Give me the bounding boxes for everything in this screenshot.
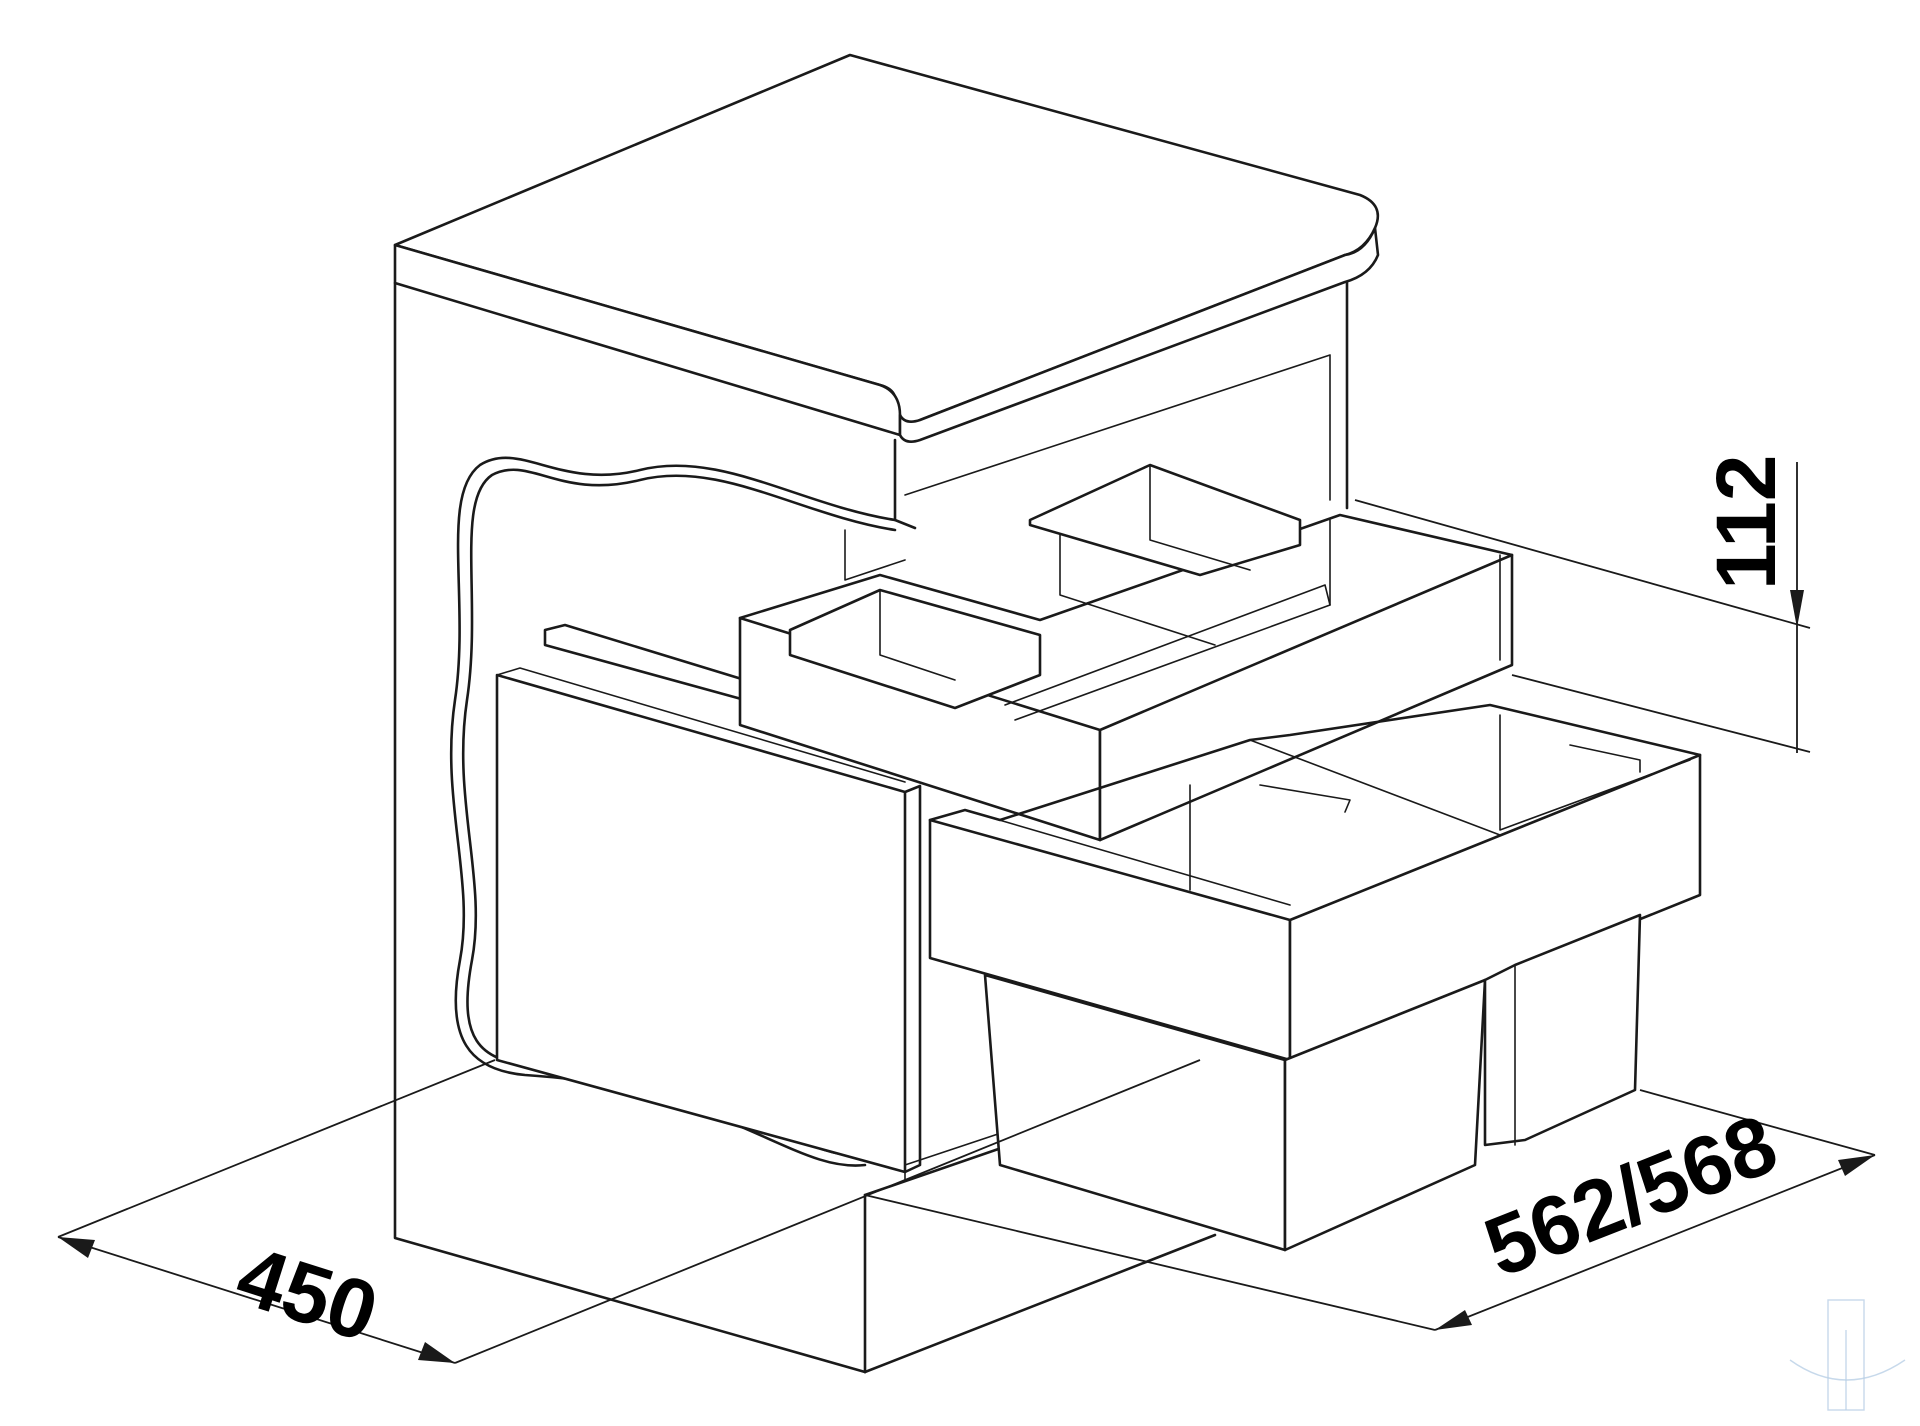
tray-front-right-face	[1098, 553, 1514, 842]
dimension-112-arrow	[1790, 590, 1804, 628]
worktop-top-surface	[393, 53, 1380, 425]
dimension-112-ext-top	[1354, 499, 1811, 629]
tray-left-rail	[543, 623, 747, 702]
dimension-450-arrow-left	[58, 1237, 95, 1258]
frame-inner-left	[964, 809, 1291, 906]
dimension-562-arrow-right	[1838, 1155, 1875, 1176]
tray-small-bin-back-inner	[1059, 534, 1216, 646]
dimension-450-ext-left	[57, 1059, 496, 1238]
cabinet-bottom-right-edge	[863, 1233, 1217, 1374]
big-bin-side	[1283, 978, 1487, 1252]
dimension-450-arrow-right	[418, 1342, 455, 1363]
tray-small-bin-back	[1028, 463, 1302, 577]
frame-right-face	[1288, 753, 1702, 1062]
small-bin-right	[1483, 913, 1642, 1147]
dimension-112-label: 112	[1699, 454, 1793, 590]
dimension-450-line	[57, 1236, 456, 1364]
cabinet-body	[393, 266, 1349, 1374]
tray-small-bin-back-wall	[1149, 464, 1251, 571]
dimension-112-ext-bottom	[1511, 674, 1811, 753]
frame-bin-right-back	[1499, 714, 1691, 831]
watermark-swoosh	[1789, 1359, 1906, 1381]
door-side-edge	[903, 784, 922, 1174]
cabinet-inner-shelf	[844, 529, 906, 581]
dimension-562-line	[1434, 1154, 1876, 1331]
worktop	[393, 53, 1380, 530]
frame-inner-back	[1249, 739, 1501, 836]
worktop-side-edge	[898, 226, 1380, 443]
cabinet-inner-rail	[904, 354, 1331, 501]
tray-top-back-edge	[738, 513, 1514, 622]
frame-hinge-left	[1259, 784, 1351, 813]
dimension-562-arrow-left	[1435, 1310, 1472, 1330]
dimension-450-ext-right	[454, 1059, 1201, 1364]
watermark-logo	[1789, 1299, 1906, 1411]
dimension-562-ext-right	[1639, 1089, 1876, 1156]
tray-divider	[1004, 584, 1331, 721]
door-front	[495, 667, 922, 1174]
worktop-apron	[893, 438, 917, 530]
dimension-112: 112	[1354, 454, 1811, 753]
upper-tray	[543, 463, 1514, 842]
lower-bin-unit	[928, 703, 1702, 1252]
dimension-562-ext-left	[864, 1194, 1436, 1331]
tray-small-bin-left-inner	[879, 589, 956, 681]
door-top-rail	[496, 667, 906, 783]
dimension-450-label: 450	[227, 1228, 389, 1360]
cabinet-left-edge	[393, 281, 867, 1374]
frame-hinge-right	[1569, 744, 1641, 773]
